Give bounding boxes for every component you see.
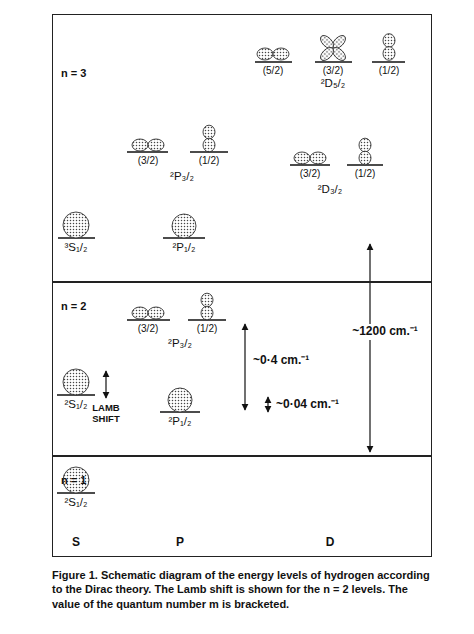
- m-value: (5/2): [263, 65, 284, 77]
- term-symbol: ²P₁/₂: [172, 241, 195, 254]
- energy-band: n = 3: [52, 14, 432, 283]
- term-symbol: ²D₃/₂: [318, 183, 342, 196]
- term-symbol: ²S₁/₂: [64, 496, 87, 509]
- orbitals: [63, 33, 395, 493]
- term-symbol: ³S₁/₂: [64, 241, 87, 254]
- spacing-label: ~0·04 cm.⁻¹: [276, 398, 339, 412]
- energy-band: n = 1: [52, 455, 432, 557]
- m-value: (1/2): [355, 168, 376, 180]
- m-value: (3/2): [138, 323, 159, 335]
- term-symbol: ²P₃/₂: [170, 170, 194, 183]
- term-symbol: ²P₃/₂: [168, 337, 192, 350]
- shell-label: n = 2: [61, 300, 86, 312]
- spacing-arrows: [106, 244, 370, 452]
- m-value: (3/2): [323, 65, 344, 77]
- series-letter: S: [72, 536, 80, 550]
- spacing-label: ~0·4 cm.⁻¹: [253, 354, 309, 368]
- m-value: (1/2): [199, 155, 220, 167]
- m-value: (1/2): [379, 65, 400, 77]
- series-letter: D: [326, 536, 335, 550]
- shell-label: n = 3: [61, 67, 86, 79]
- term-symbol: ²D₅/₂: [321, 77, 345, 90]
- figure-caption: Figure 1. Schematic diagram of the energ…: [52, 568, 434, 611]
- energy-band: n = 2: [52, 281, 432, 457]
- level-lines: [57, 62, 405, 493]
- m-value: (1/2): [197, 323, 218, 335]
- shell-label: n = 1: [61, 474, 86, 486]
- spacing-label: ~1200 cm.⁻¹: [350, 324, 420, 340]
- term-symbol: ²S₁/₂: [64, 398, 87, 411]
- term-symbol: ²P₁/₂: [168, 415, 191, 428]
- m-value: (3/2): [138, 155, 159, 167]
- shift-label: LAMB SHIFT: [86, 403, 126, 425]
- series-letter: P: [176, 536, 184, 550]
- m-value: (3/2): [300, 168, 321, 180]
